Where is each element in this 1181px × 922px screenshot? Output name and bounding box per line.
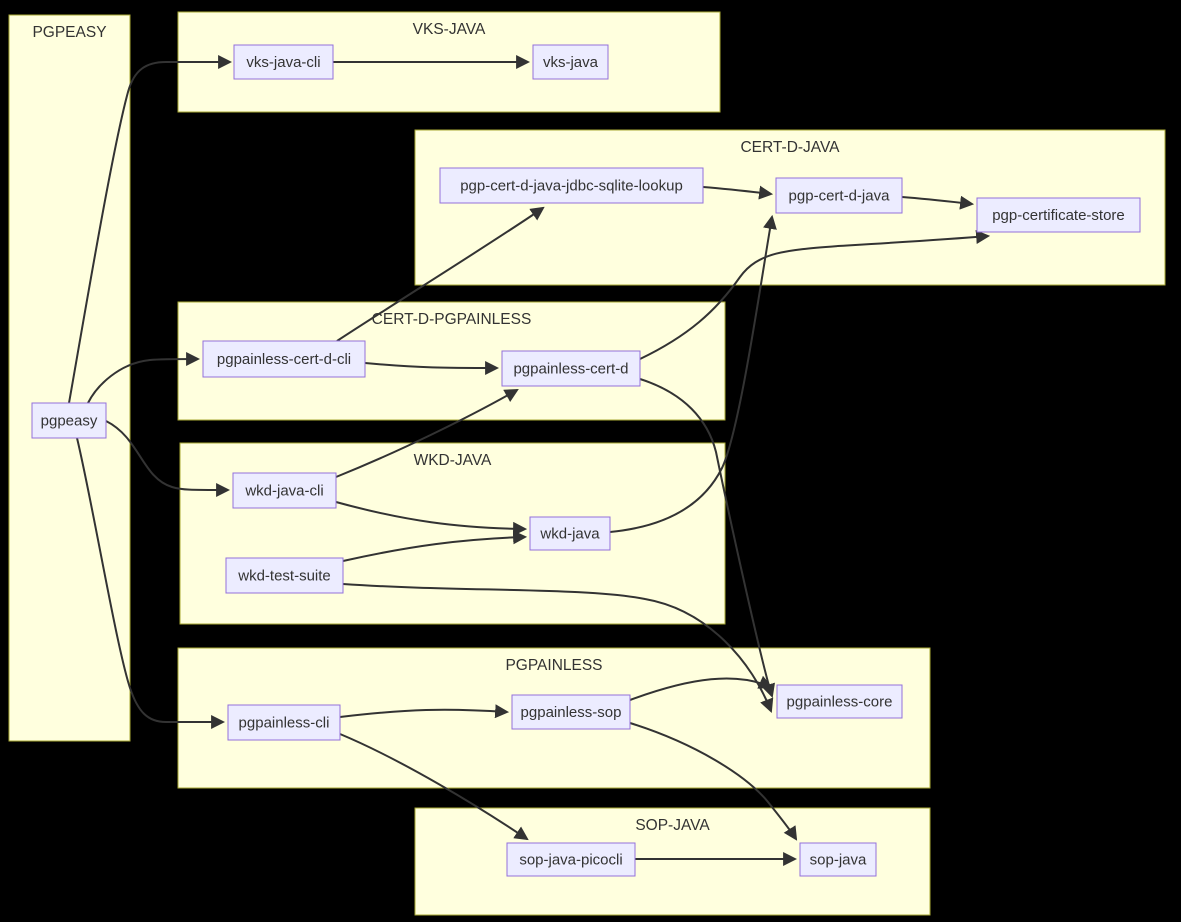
node-pgpainless-core: pgpainless-core — [776, 684, 903, 719]
node-sop-java-picocli: sop-java-picocli — [506, 842, 636, 877]
edge-pgpainless-cli-to-sop-java-picocli — [339, 733, 529, 841]
edge-wkd-java-cli-to-wkd-java — [335, 501, 528, 536]
edge-pgpainless-sop-to-pgpainless-core — [629, 675, 773, 701]
node-label-vks-java-cli: vks-java-cli — [246, 54, 320, 71]
node-label-pgpainless-cert-d-cli: pgpainless-cert-d-cli — [217, 351, 351, 368]
node-pgp-cert-d-java: pgp-cert-d-java — [775, 177, 903, 214]
edge-pgpainless-sop-to-sop-java — [629, 722, 798, 841]
edge-pgpeasy-to-wkd-java-cli — [105, 420, 231, 497]
node-box-pgpainless-cli — [227, 704, 341, 741]
subgraph-title-pgpainless: PGPAINLESS — [505, 657, 602, 674]
node-label-wkd-java: wkd-java — [539, 526, 600, 543]
node-pgpeasy: pgpeasy — [31, 402, 107, 439]
node-box-wkd-test-suite — [225, 557, 344, 594]
node-box-pgpeasy — [31, 402, 107, 439]
node-box-wkd-java — [529, 516, 611, 551]
node-vks-java-cli: vks-java-cli — [233, 44, 334, 80]
subgraph-title-sop-java: SOP-JAVA — [635, 817, 710, 834]
edge-pgpainless-cert-d-cli-to-pgp-cert-d-java-jdbc-sqlite-lookup — [336, 206, 545, 342]
edge-pgpeasy-to-vks-java-cli — [68, 55, 233, 404]
node-pgpainless-cert-d: pgpainless-cert-d — [501, 350, 641, 387]
subgraph-title-cert-d-java: CERT-D-JAVA — [740, 139, 840, 156]
node-sop-java: sop-java — [799, 842, 877, 877]
node-label-pgpainless-cli: pgpainless-cli — [239, 715, 330, 732]
node-label-vks-java: vks-java — [543, 54, 599, 71]
edge-wkd-java-to-pgp-cert-d-java — [609, 214, 777, 533]
node-wkd-java: wkd-java — [529, 516, 611, 551]
edge-pgpainless-cli-to-pgpainless-sop — [339, 704, 510, 719]
edge-pgpeasy-to-pgpainless-cert-d-cli — [87, 352, 201, 404]
node-pgpainless-cert-d-cli: pgpainless-cert-d-cli — [202, 340, 366, 378]
edge-pgpainless-cert-d-to-pgp-certificate-store — [639, 230, 991, 360]
node-box-pgpainless-core — [776, 684, 903, 719]
node-wkd-java-cli: wkd-java-cli — [232, 472, 337, 509]
node-pgp-cert-d-java-jdbc-sqlite-lookup: pgp-cert-d-java-jdbc-sqlite-lookup — [439, 167, 704, 204]
node-label-wkd-java-cli: wkd-java-cli — [244, 483, 323, 500]
subgraph-title-vks-java: VKS-JAVA — [413, 21, 486, 38]
node-label-pgpainless-core: pgpainless-core — [787, 694, 893, 711]
node-box-pgpainless-cert-d — [501, 350, 641, 387]
node-label-wkd-test-suite: wkd-test-suite — [237, 568, 331, 585]
node-vks-java: vks-java — [532, 44, 609, 80]
node-label-pgpainless-cert-d: pgpainless-cert-d — [513, 361, 628, 378]
subgraph-title-cert-d-pgpainless: CERT-D-PGPAINLESS — [372, 311, 532, 328]
node-box-wkd-java-cli — [232, 472, 337, 509]
node-box-pgpainless-sop — [511, 694, 631, 730]
node-pgpainless-sop: pgpainless-sop — [511, 694, 631, 730]
edge-pgp-cert-d-java-jdbc-sqlite-lookup-to-pgp-cert-d-java — [702, 185, 774, 200]
node-label-pgp-certificate-store: pgp-certificate-store — [992, 207, 1125, 224]
node-box-pgp-certificate-store — [976, 197, 1141, 233]
node-label-sop-java-picocli: sop-java-picocli — [519, 852, 622, 869]
edge-pgpeasy-to-pgpainless-cli — [76, 437, 226, 729]
edge-pgp-cert-d-java-to-pgp-certificate-store — [901, 195, 975, 210]
edge-pgpainless-cert-d-cli-to-pgpainless-cert-d — [364, 360, 500, 375]
node-box-pgpainless-cert-d-cli — [202, 340, 366, 378]
edge-wkd-java-cli-to-pgpainless-cert-d — [335, 388, 519, 478]
subgraph-pgpeasy: PGPEASY — [8, 14, 131, 742]
node-label-pgpainless-sop: pgpainless-sop — [521, 704, 622, 721]
node-box-sop-java — [799, 842, 877, 877]
node-wkd-test-suite: wkd-test-suite — [225, 557, 344, 594]
node-label-pgp-cert-d-java: pgp-cert-d-java — [789, 188, 891, 205]
edge-wkd-test-suite-to-wkd-java — [342, 530, 528, 562]
edge-pgpainless-cert-d-to-pgpainless-core — [639, 378, 776, 698]
subgraph-wkd-java: WKD-JAVA — [179, 442, 726, 625]
node-box-vks-java-cli — [233, 44, 334, 80]
node-pgp-certificate-store: pgp-certificate-store — [976, 197, 1141, 233]
subgraph-box-wkd-java — [179, 442, 726, 625]
node-box-sop-java-picocli — [506, 842, 636, 877]
node-box-pgp-cert-d-java-jdbc-sqlite-lookup — [439, 167, 704, 204]
subgraph-title-wkd-java: WKD-JAVA — [414, 452, 492, 469]
edge-wkd-test-suite-to-pgpainless-core — [342, 583, 774, 713]
node-pgpainless-cli: pgpainless-cli — [227, 704, 341, 741]
node-label-pgp-cert-d-java-jdbc-sqlite-lookup: pgp-cert-d-java-jdbc-sqlite-lookup — [460, 178, 683, 195]
subgraph-title-pgpeasy: PGPEASY — [32, 24, 106, 41]
node-box-pgp-cert-d-java — [775, 177, 903, 214]
node-label-sop-java: sop-java — [810, 852, 867, 869]
node-box-vks-java — [532, 44, 609, 80]
node-label-pgpeasy: pgpeasy — [41, 413, 98, 430]
subgraph-box-pgpeasy — [8, 14, 131, 742]
